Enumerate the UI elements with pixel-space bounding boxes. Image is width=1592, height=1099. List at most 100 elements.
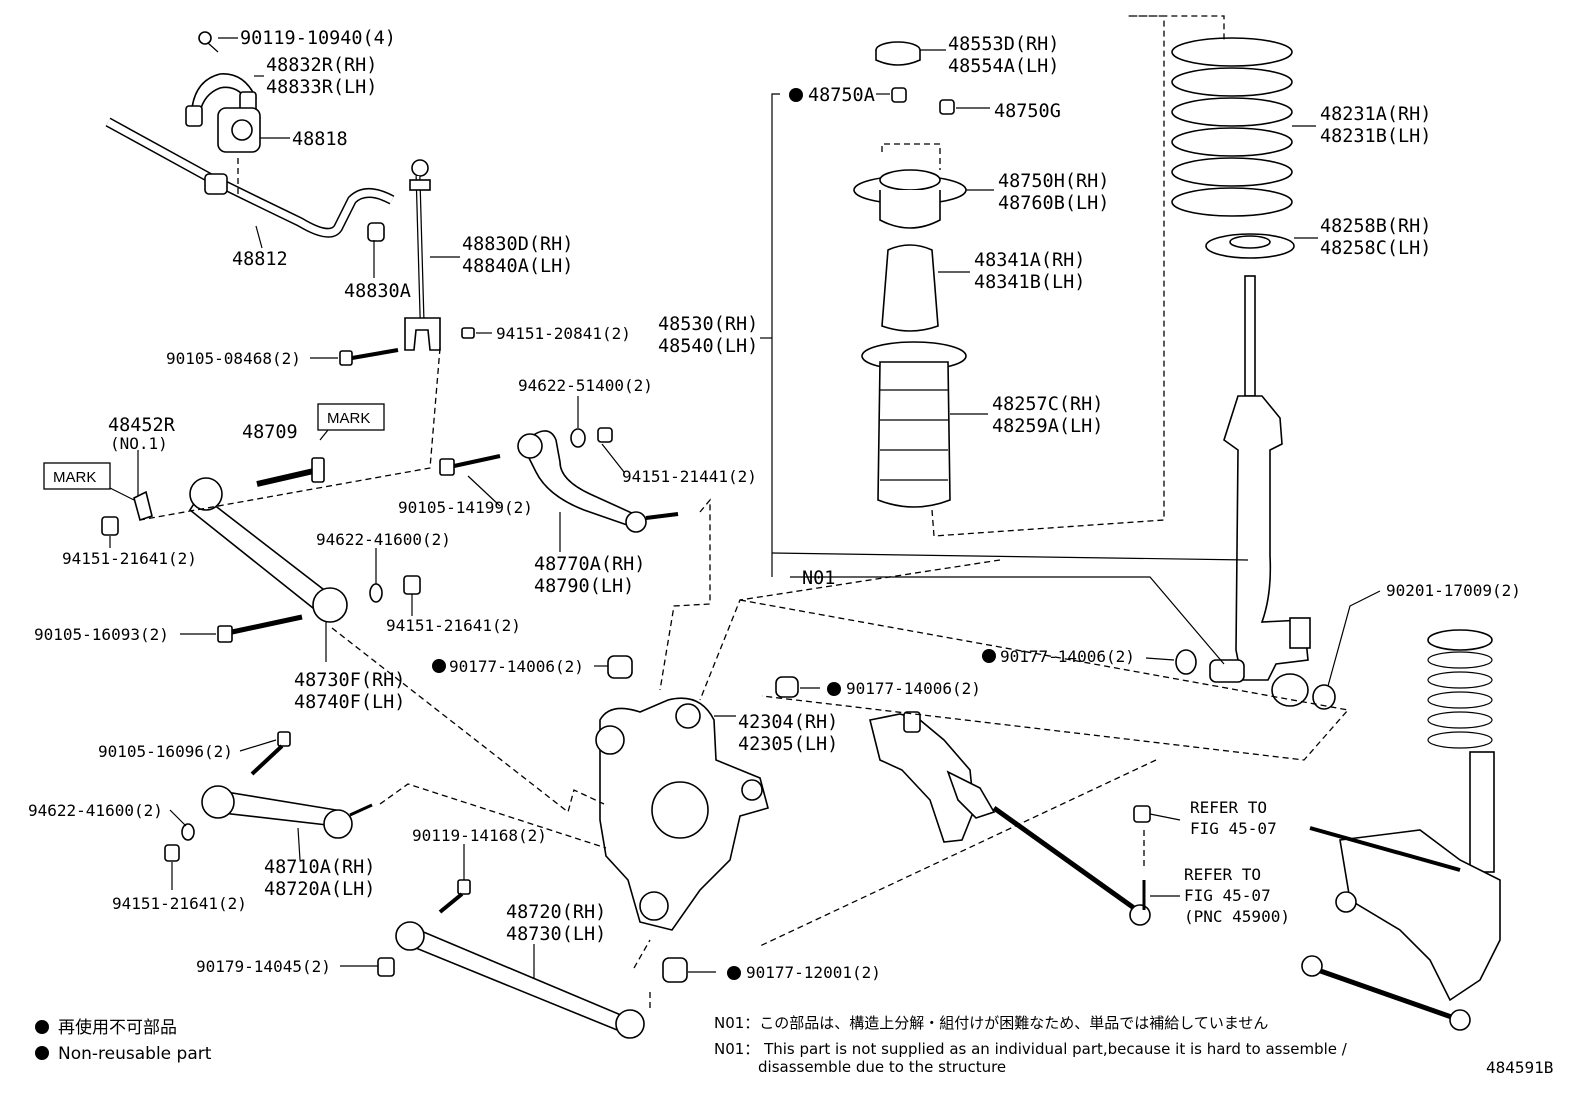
label-90177-14006-b: 90177-14006(2) <box>846 679 981 698</box>
note-jp: N01：この部品は、構造上分解・組付けが困難なため、単品では補給していません <box>714 1014 1268 1032</box>
label-94151-21641-b: 94151-21641(2) <box>386 616 521 635</box>
nut-90177-12001 <box>662 957 688 983</box>
label-90119-10940: 90119-10940(4) <box>240 28 396 49</box>
mount-48750H <box>853 169 967 229</box>
label-90119-14168: 90119-14168(2) <box>412 826 547 845</box>
label-48730F: 48730F(RH) <box>294 670 405 691</box>
label-42305: 42305(LH) <box>738 734 838 755</box>
label-48750A: 48750A <box>808 85 875 106</box>
nut-refer-45-07 <box>1133 805 1151 823</box>
label-48710A: 48710A(RH) <box>264 857 375 878</box>
bushing-sleeve <box>1209 659 1245 683</box>
legend-en: Non-reusable part <box>58 1044 212 1064</box>
label-48540: 48540(LH) <box>658 336 758 357</box>
label-48259A: 48259A(LH) <box>992 416 1103 437</box>
arm-48710A <box>201 785 373 839</box>
label-n01: N01 <box>802 568 835 589</box>
label-48790: 48790(LH) <box>534 576 634 597</box>
nut-94151-21641-c <box>164 844 180 862</box>
cap-48553D <box>875 41 921 66</box>
dashed-guides <box>139 15 1350 1010</box>
mark-box-1 <box>43 462 111 490</box>
label-42304: 42304(RH) <box>738 712 838 733</box>
label-48750H: 48750H(RH) <box>998 171 1109 192</box>
label-94151-20841: 94151-20841(2) <box>496 324 631 343</box>
nut-90177-14006-c <box>1175 649 1197 675</box>
label-refer-1a: REFER TO <box>1190 798 1267 817</box>
steering-gear-body <box>869 711 996 843</box>
washer-48452R <box>133 490 153 522</box>
label-94151-21641-a: 94151-21641(2) <box>62 549 197 568</box>
arm-48770A <box>517 430 679 533</box>
label-refer-2a: REFER TO <box>1184 865 1261 884</box>
label-48231A: 48231A(RH) <box>1320 104 1431 125</box>
label-48760B: 48760B(LH) <box>998 193 1109 214</box>
mark-box-2 <box>317 403 385 431</box>
washer-94622-51400 <box>570 428 586 448</box>
washer-94622-41600-a <box>369 583 383 603</box>
nut-94151-20841 <box>461 327 475 339</box>
seat-48258B <box>1205 233 1295 259</box>
label-48840A: 48840A(LH) <box>462 256 573 277</box>
label-90105-16096: 90105-16096(2) <box>98 742 233 761</box>
shock-absorber-48530 <box>1223 275 1311 707</box>
bushing-48830A <box>367 222 385 242</box>
label-90201-17009: 90201-17009(2) <box>1386 581 1521 600</box>
washer-94622-41600-b <box>181 823 195 841</box>
assembly-thumbnail <box>1301 629 1501 1031</box>
label-48231B: 48231B(LH) <box>1320 126 1431 147</box>
nonreusable-dots <box>35 88 996 1060</box>
bolt-90105-08468 <box>339 348 399 366</box>
nut-90177-14006-b <box>775 676 799 698</box>
label-90177-14006-c: 90177-14006(2) <box>1000 647 1135 666</box>
label-48770A: 48770A(RH) <box>534 554 645 575</box>
label-90105-14199: 90105-14199(2) <box>398 498 533 517</box>
bumper-48341A <box>881 244 939 332</box>
label-48740F: 48740F(LH) <box>294 692 405 713</box>
label-94151-21441: 94151-21441(2) <box>622 467 757 486</box>
leader-lines <box>109 37 1381 978</box>
legend-jp: 再使用不可部品 <box>58 1017 177 1038</box>
label-48554A: 48554A(LH) <box>948 56 1059 77</box>
label-48812: 48812 <box>232 249 288 270</box>
note-en-1: N01： This part is not supplied as an ind… <box>714 1040 1348 1058</box>
label-refer-2b: FIG 45-07 <box>1184 886 1271 905</box>
bolt-90105-16093 <box>217 614 303 643</box>
label-mark-2: MARK <box>327 410 370 427</box>
bolt-90119-10940 <box>198 31 219 53</box>
label-48258B: 48258B(RH) <box>1320 216 1431 237</box>
stabilizer-link-48830D <box>404 159 441 351</box>
label-48341B: 48341B(LH) <box>974 272 1085 293</box>
label-48832R: 48832R(RH) <box>266 55 377 76</box>
nut-48750A <box>891 87 907 103</box>
label-94622-41600-b: 94622-41600(2) <box>28 801 163 820</box>
nut-90177-14006-a <box>607 655 633 679</box>
knuckle-42304 <box>595 697 769 931</box>
label-94151-21641-c: 94151-21641(2) <box>112 894 247 913</box>
label-mark-1: MARK <box>53 469 96 486</box>
label-48833R: 48833R(LH) <box>266 77 377 98</box>
label-90179-14045: 90179-14045(2) <box>196 957 331 976</box>
arm-48730F <box>188 477 348 623</box>
nut-94151-21641-b <box>403 575 421 595</box>
label-48730: 48730(LH) <box>506 924 606 945</box>
label-48530: 48530(RH) <box>658 314 758 335</box>
nut-94151-21641-a <box>101 516 119 536</box>
label-48341A: 48341A(RH) <box>974 250 1085 271</box>
diagram-id: 484591B <box>1486 1058 1553 1077</box>
label-48720: 48720(RH) <box>506 902 606 923</box>
spring-48231A <box>1171 37 1293 217</box>
label-refer-2c: (PNC 45900) <box>1184 907 1290 926</box>
note-en-2: disassemble due to the structure <box>758 1058 1006 1076</box>
label-no1: (NO.1) <box>110 434 168 453</box>
label-48709: 48709 <box>242 422 298 443</box>
boot-48257C <box>861 341 967 508</box>
label-90177-12001: 90177-12001(2) <box>746 963 881 982</box>
label-90105-16093: 90105-16093(2) <box>34 625 169 644</box>
bolt-90105-14199 <box>439 454 501 476</box>
label-48830A: 48830A <box>344 281 411 302</box>
label-48750G: 48750G <box>994 101 1061 122</box>
bolt-48709 <box>256 457 325 487</box>
nut-48750G <box>939 99 955 115</box>
